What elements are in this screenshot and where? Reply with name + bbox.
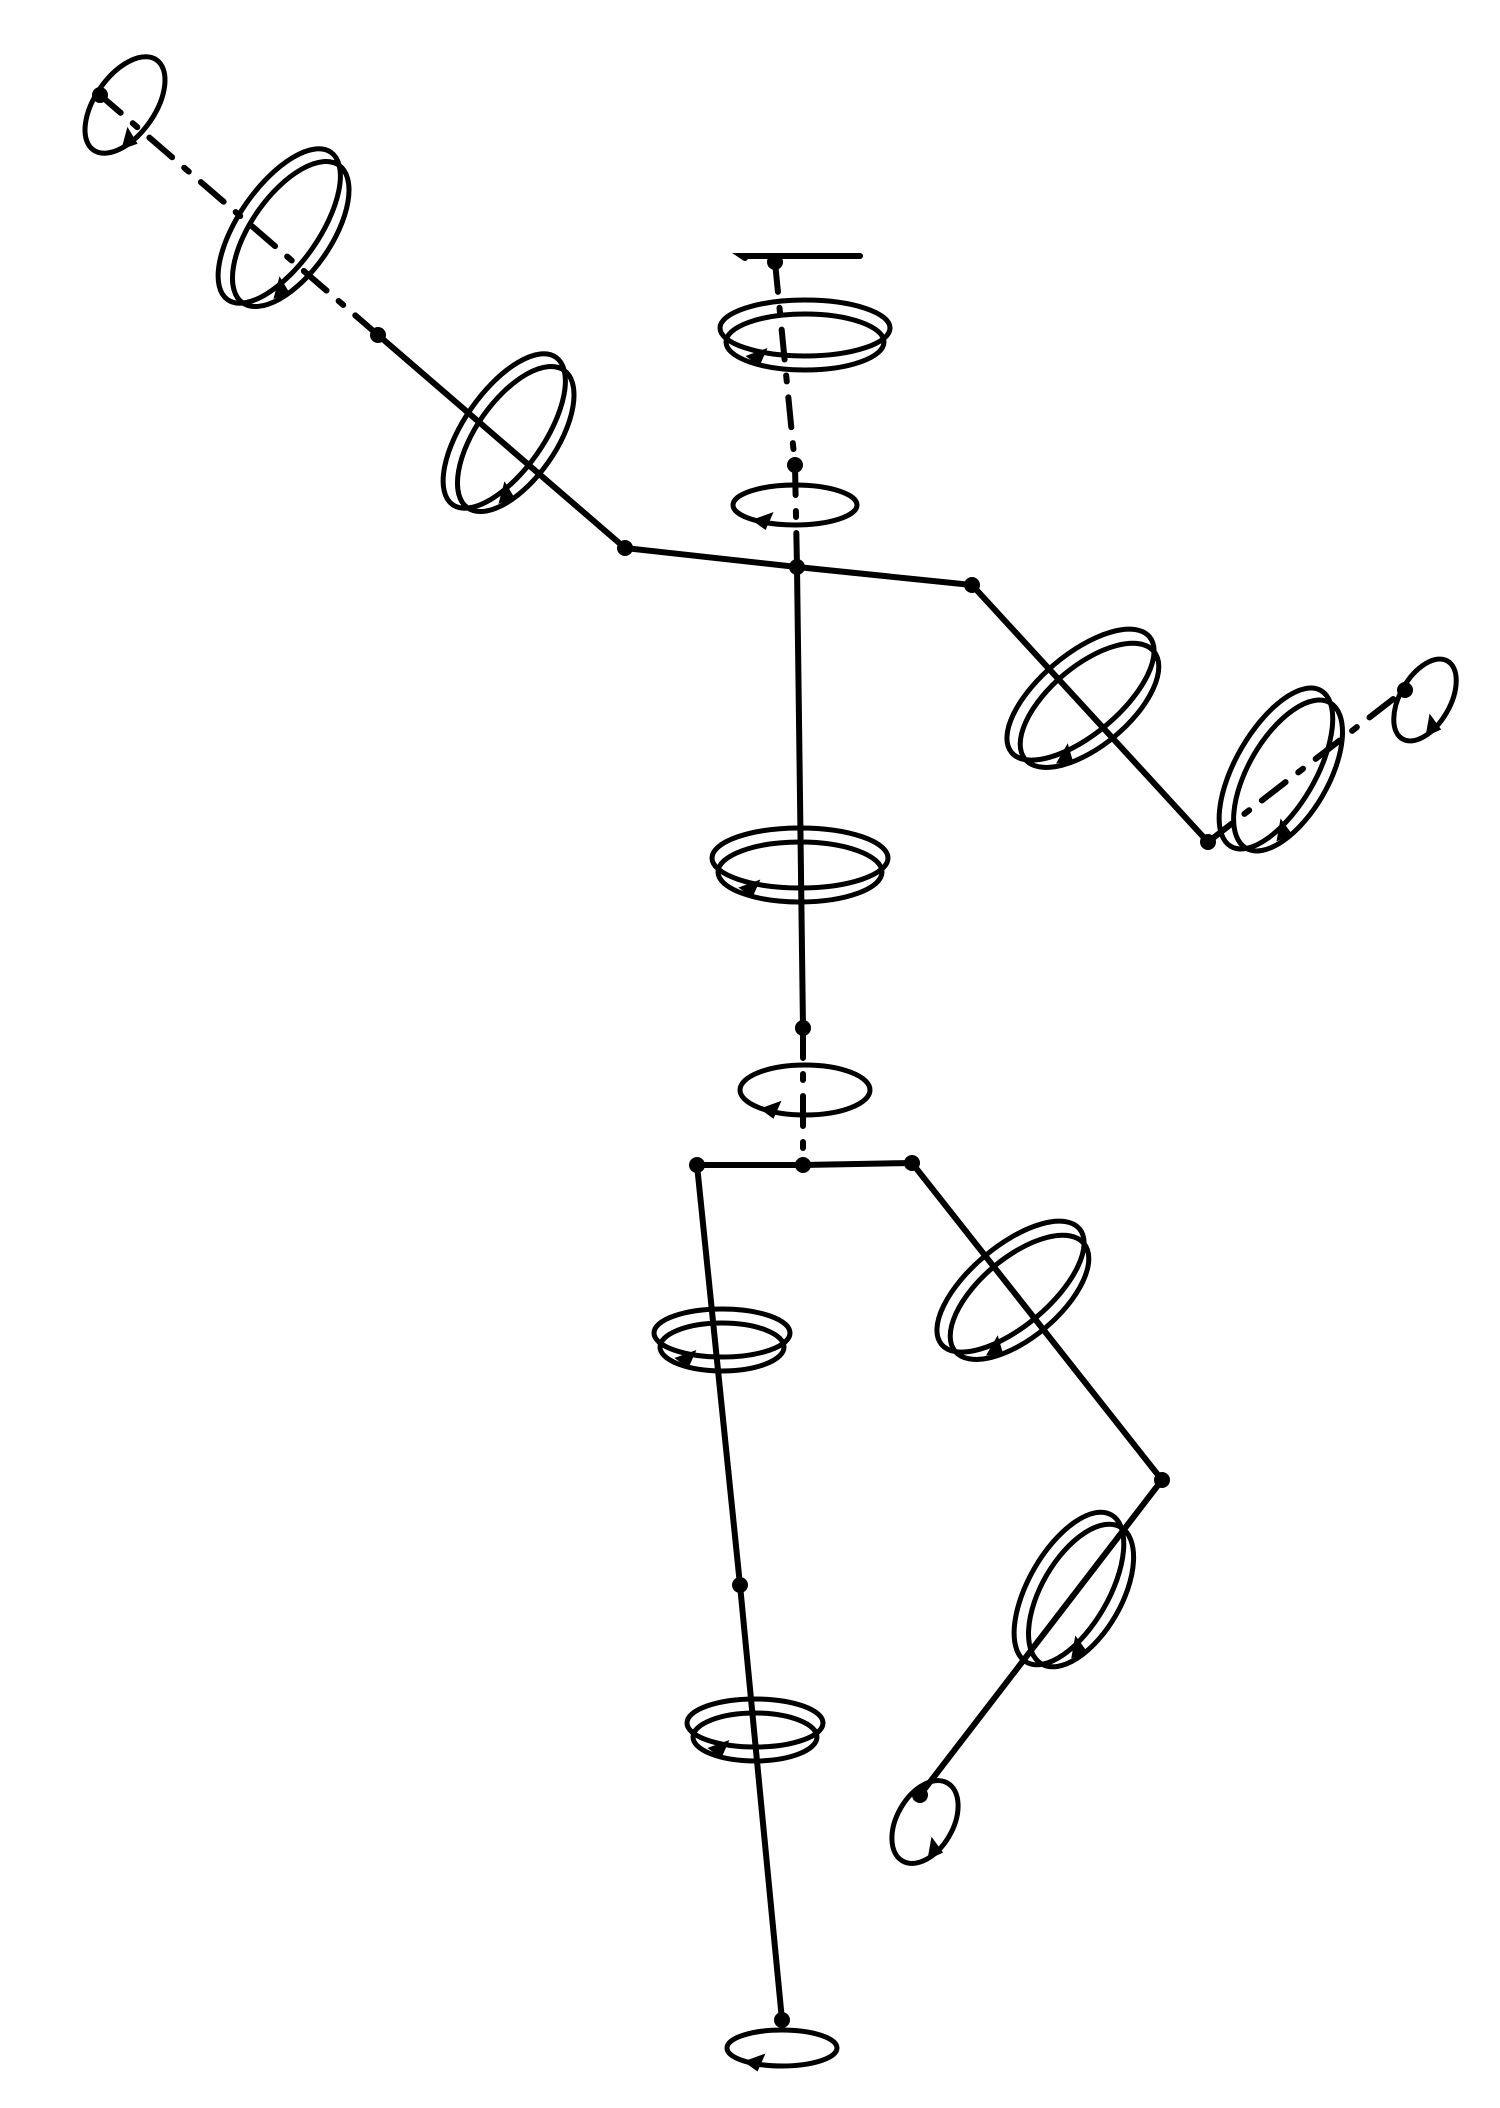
left-forearm-rotation-ring bbox=[195, 129, 375, 330]
joint-neck bbox=[787, 457, 803, 473]
joint-headTop bbox=[767, 254, 783, 270]
skeleton-bones bbox=[100, 95, 1405, 2020]
right-foot-rotation-ring-loop bbox=[878, 1769, 971, 1875]
right-forearm-rotation-ring-loop bbox=[1196, 671, 1355, 867]
left-thigh-rotation-ring-loop bbox=[660, 1323, 784, 1371]
joint-rElbow bbox=[1200, 834, 1216, 850]
joint-rAnkle bbox=[912, 1787, 928, 1803]
bone-pelvis-rHip bbox=[803, 1163, 912, 1165]
joint-rShoulder bbox=[964, 577, 980, 593]
left-forearm-rotation-ring-loop bbox=[210, 142, 372, 326]
joint-lAnkle bbox=[774, 2012, 790, 2028]
bone-chest-rShoulder bbox=[797, 567, 972, 585]
joint-lShoulder bbox=[617, 540, 633, 556]
joint-rHip bbox=[904, 1155, 920, 1171]
joint-spineMid bbox=[795, 1020, 811, 1036]
bone-lKnee-lAnkle bbox=[740, 1585, 782, 2020]
joint-lKnee bbox=[732, 1577, 748, 1593]
left-foot-rotation-ring-loop bbox=[727, 2030, 837, 2066]
joint-lHip bbox=[689, 1157, 705, 1173]
left-foot-rotation-ring bbox=[727, 2030, 837, 2072]
bone-headTop-neck bbox=[775, 262, 795, 465]
right-forearm-rotation-ring bbox=[1196, 671, 1367, 874]
rotation-axes bbox=[69, 43, 1473, 2072]
right-foot-rotation-ring bbox=[878, 1769, 974, 1876]
bone-neck-chest bbox=[795, 465, 797, 567]
right-shin-rotation-ring-loop bbox=[992, 1495, 1146, 1682]
joint-chest bbox=[789, 559, 805, 575]
bone-rHip-rKnee bbox=[912, 1163, 1162, 1480]
bone-rKnee-rAnkle bbox=[920, 1480, 1162, 1795]
bone-chest-spineMid bbox=[797, 567, 803, 1028]
head-top-mark bbox=[742, 256, 860, 258]
head-rotation-ring-loop bbox=[720, 300, 890, 356]
right-forearm-rotation-ring-loop bbox=[1211, 683, 1364, 868]
bone-lShoulder-chest bbox=[625, 548, 797, 567]
head-rotation-ring bbox=[720, 300, 890, 370]
joint-rWrist bbox=[1397, 682, 1413, 698]
left-thigh-rotation-ring bbox=[654, 1309, 790, 1371]
bone-lHip-lKnee bbox=[697, 1165, 740, 1585]
joint-lElbow bbox=[370, 327, 386, 343]
joint-lWrist bbox=[92, 87, 108, 103]
head-rotation-ring-loop bbox=[726, 314, 884, 370]
bone-lShoulder-lElbow bbox=[378, 335, 625, 548]
waist-rotation-ring-arrowhead bbox=[760, 1101, 782, 1119]
right-hand-rotation-ring bbox=[1381, 649, 1473, 754]
bone-rShoulder-rElbow bbox=[972, 585, 1208, 842]
joint-rKnee bbox=[1154, 1472, 1170, 1488]
joint-pelvis bbox=[795, 1157, 811, 1173]
